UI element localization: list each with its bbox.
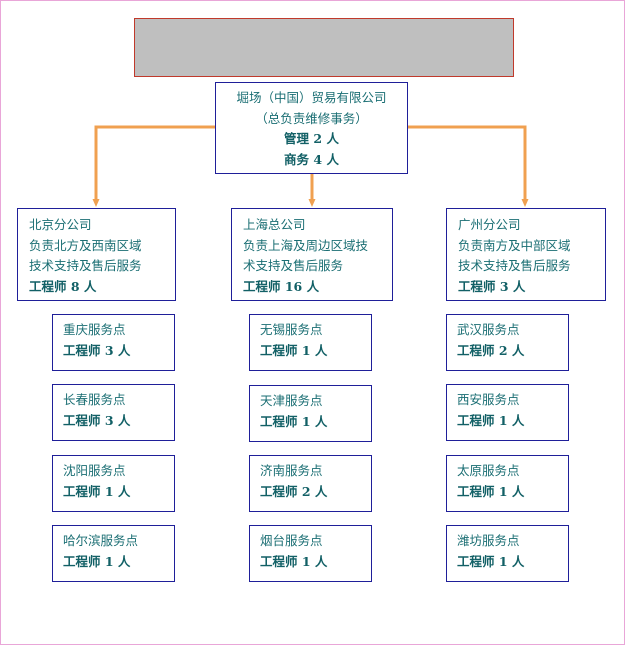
service-point-engineers: 工程师 1 人 — [260, 414, 328, 429]
hq-desc: （总负责维修事务） — [255, 110, 368, 126]
service-point-chongqing: 重庆服务点 工程师 3 人 — [52, 314, 175, 371]
service-point-name: 哈尔滨服务点 — [63, 533, 139, 548]
service-point-shenyang: 沈阳服务点 工程师 1 人 — [52, 455, 175, 512]
service-point-engineers: 工程师 3 人 — [63, 413, 131, 428]
service-point-engineers: 工程师 1 人 — [457, 484, 525, 499]
service-point-name: 沈阳服务点 — [63, 463, 126, 478]
branch-beijing: 北京分公司 负责北方及西南区域 技术支持及售后服务 工程师 8 人 — [17, 208, 176, 301]
branch-engineers: 工程师 8 人 — [29, 278, 97, 294]
hq-biz: 商务 4 人 — [284, 151, 339, 167]
service-point-xian: 西安服务点 工程师 1 人 — [446, 384, 569, 441]
service-point-yantai: 烟台服务点 工程师 1 人 — [249, 525, 372, 582]
service-point-name: 太原服务点 — [457, 463, 520, 478]
branch-guangzhou: 广州分公司 负责南方及中部区域 技术支持及售后服务 工程师 3 人 — [446, 208, 606, 301]
service-point-tianjin: 天津服务点 工程师 1 人 — [249, 385, 372, 442]
branch-desc-line2: 技术支持及售后服务 — [458, 258, 571, 273]
hq-box: 堀场（中国）贸易有限公司 （总负责维修事务） 管理 2 人 商务 4 人 — [215, 82, 408, 174]
arrow-to-guangzhou — [408, 125, 529, 207]
service-point-name: 天津服务点 — [260, 393, 323, 408]
branch-name: 上海总公司 — [243, 217, 306, 232]
service-point-engineers: 工程师 2 人 — [260, 484, 328, 499]
branch-desc-line2: 技术支持及售后服务 — [29, 258, 142, 273]
service-point-engineers: 工程师 1 人 — [260, 343, 328, 358]
service-point-name: 无锡服务点 — [260, 322, 323, 337]
branch-name: 北京分公司 — [29, 217, 92, 232]
service-point-engineers: 工程师 1 人 — [260, 554, 328, 569]
service-point-engineers: 工程师 1 人 — [63, 484, 131, 499]
hq-name: 堀场（中国）贸易有限公司 — [236, 90, 387, 105]
service-point-weifang: 潍坊服务点 工程师 1 人 — [446, 525, 569, 582]
service-point-engineers: 工程师 1 人 — [63, 554, 131, 569]
title-banner-placeholder — [134, 18, 514, 77]
service-point-engineers: 工程师 3 人 — [63, 343, 131, 358]
service-point-jinan: 济南服务点 工程师 2 人 — [249, 455, 372, 512]
arrow-to-beijing — [92, 125, 215, 207]
service-point-harbin: 哈尔滨服务点 工程师 1 人 — [52, 525, 175, 582]
service-point-name: 长春服务点 — [63, 392, 126, 407]
branch-engineers: 工程师 3 人 — [458, 278, 526, 294]
branch-name: 广州分公司 — [458, 217, 521, 232]
service-point-wuhan: 武汉服务点 工程师 2 人 — [446, 314, 569, 371]
service-point-engineers: 工程师 1 人 — [457, 413, 525, 428]
service-point-name: 潍坊服务点 — [457, 533, 520, 548]
service-point-taiyuan: 太原服务点 工程师 1 人 — [446, 455, 569, 512]
service-point-name: 烟台服务点 — [260, 533, 323, 548]
hq-mgmt: 管理 2 人 — [284, 131, 339, 146]
branch-engineers: 工程师 16 人 — [243, 278, 320, 294]
service-point-name: 西安服务点 — [457, 392, 520, 407]
service-point-name: 武汉服务点 — [457, 322, 520, 337]
service-point-engineers: 工程师 2 人 — [457, 343, 525, 358]
service-point-name: 济南服务点 — [260, 463, 323, 478]
service-point-changchun: 长春服务点 工程师 3 人 — [52, 384, 175, 441]
branch-desc-line1: 负责南方及中部区域 — [458, 237, 571, 253]
branch-desc-line2: 术支持及售后服务 — [243, 258, 344, 273]
branch-shanghai: 上海总公司 负责上海及周边区域技 术支持及售后服务 工程师 16 人 — [231, 208, 393, 301]
service-point-name: 重庆服务点 — [63, 322, 126, 337]
service-point-engineers: 工程师 1 人 — [457, 554, 525, 569]
service-point-wuxi: 无锡服务点 工程师 1 人 — [249, 314, 372, 371]
branch-desc-line1: 负责上海及周边区域技 — [243, 237, 369, 253]
branch-desc-line1: 负责北方及西南区域 — [29, 237, 142, 253]
